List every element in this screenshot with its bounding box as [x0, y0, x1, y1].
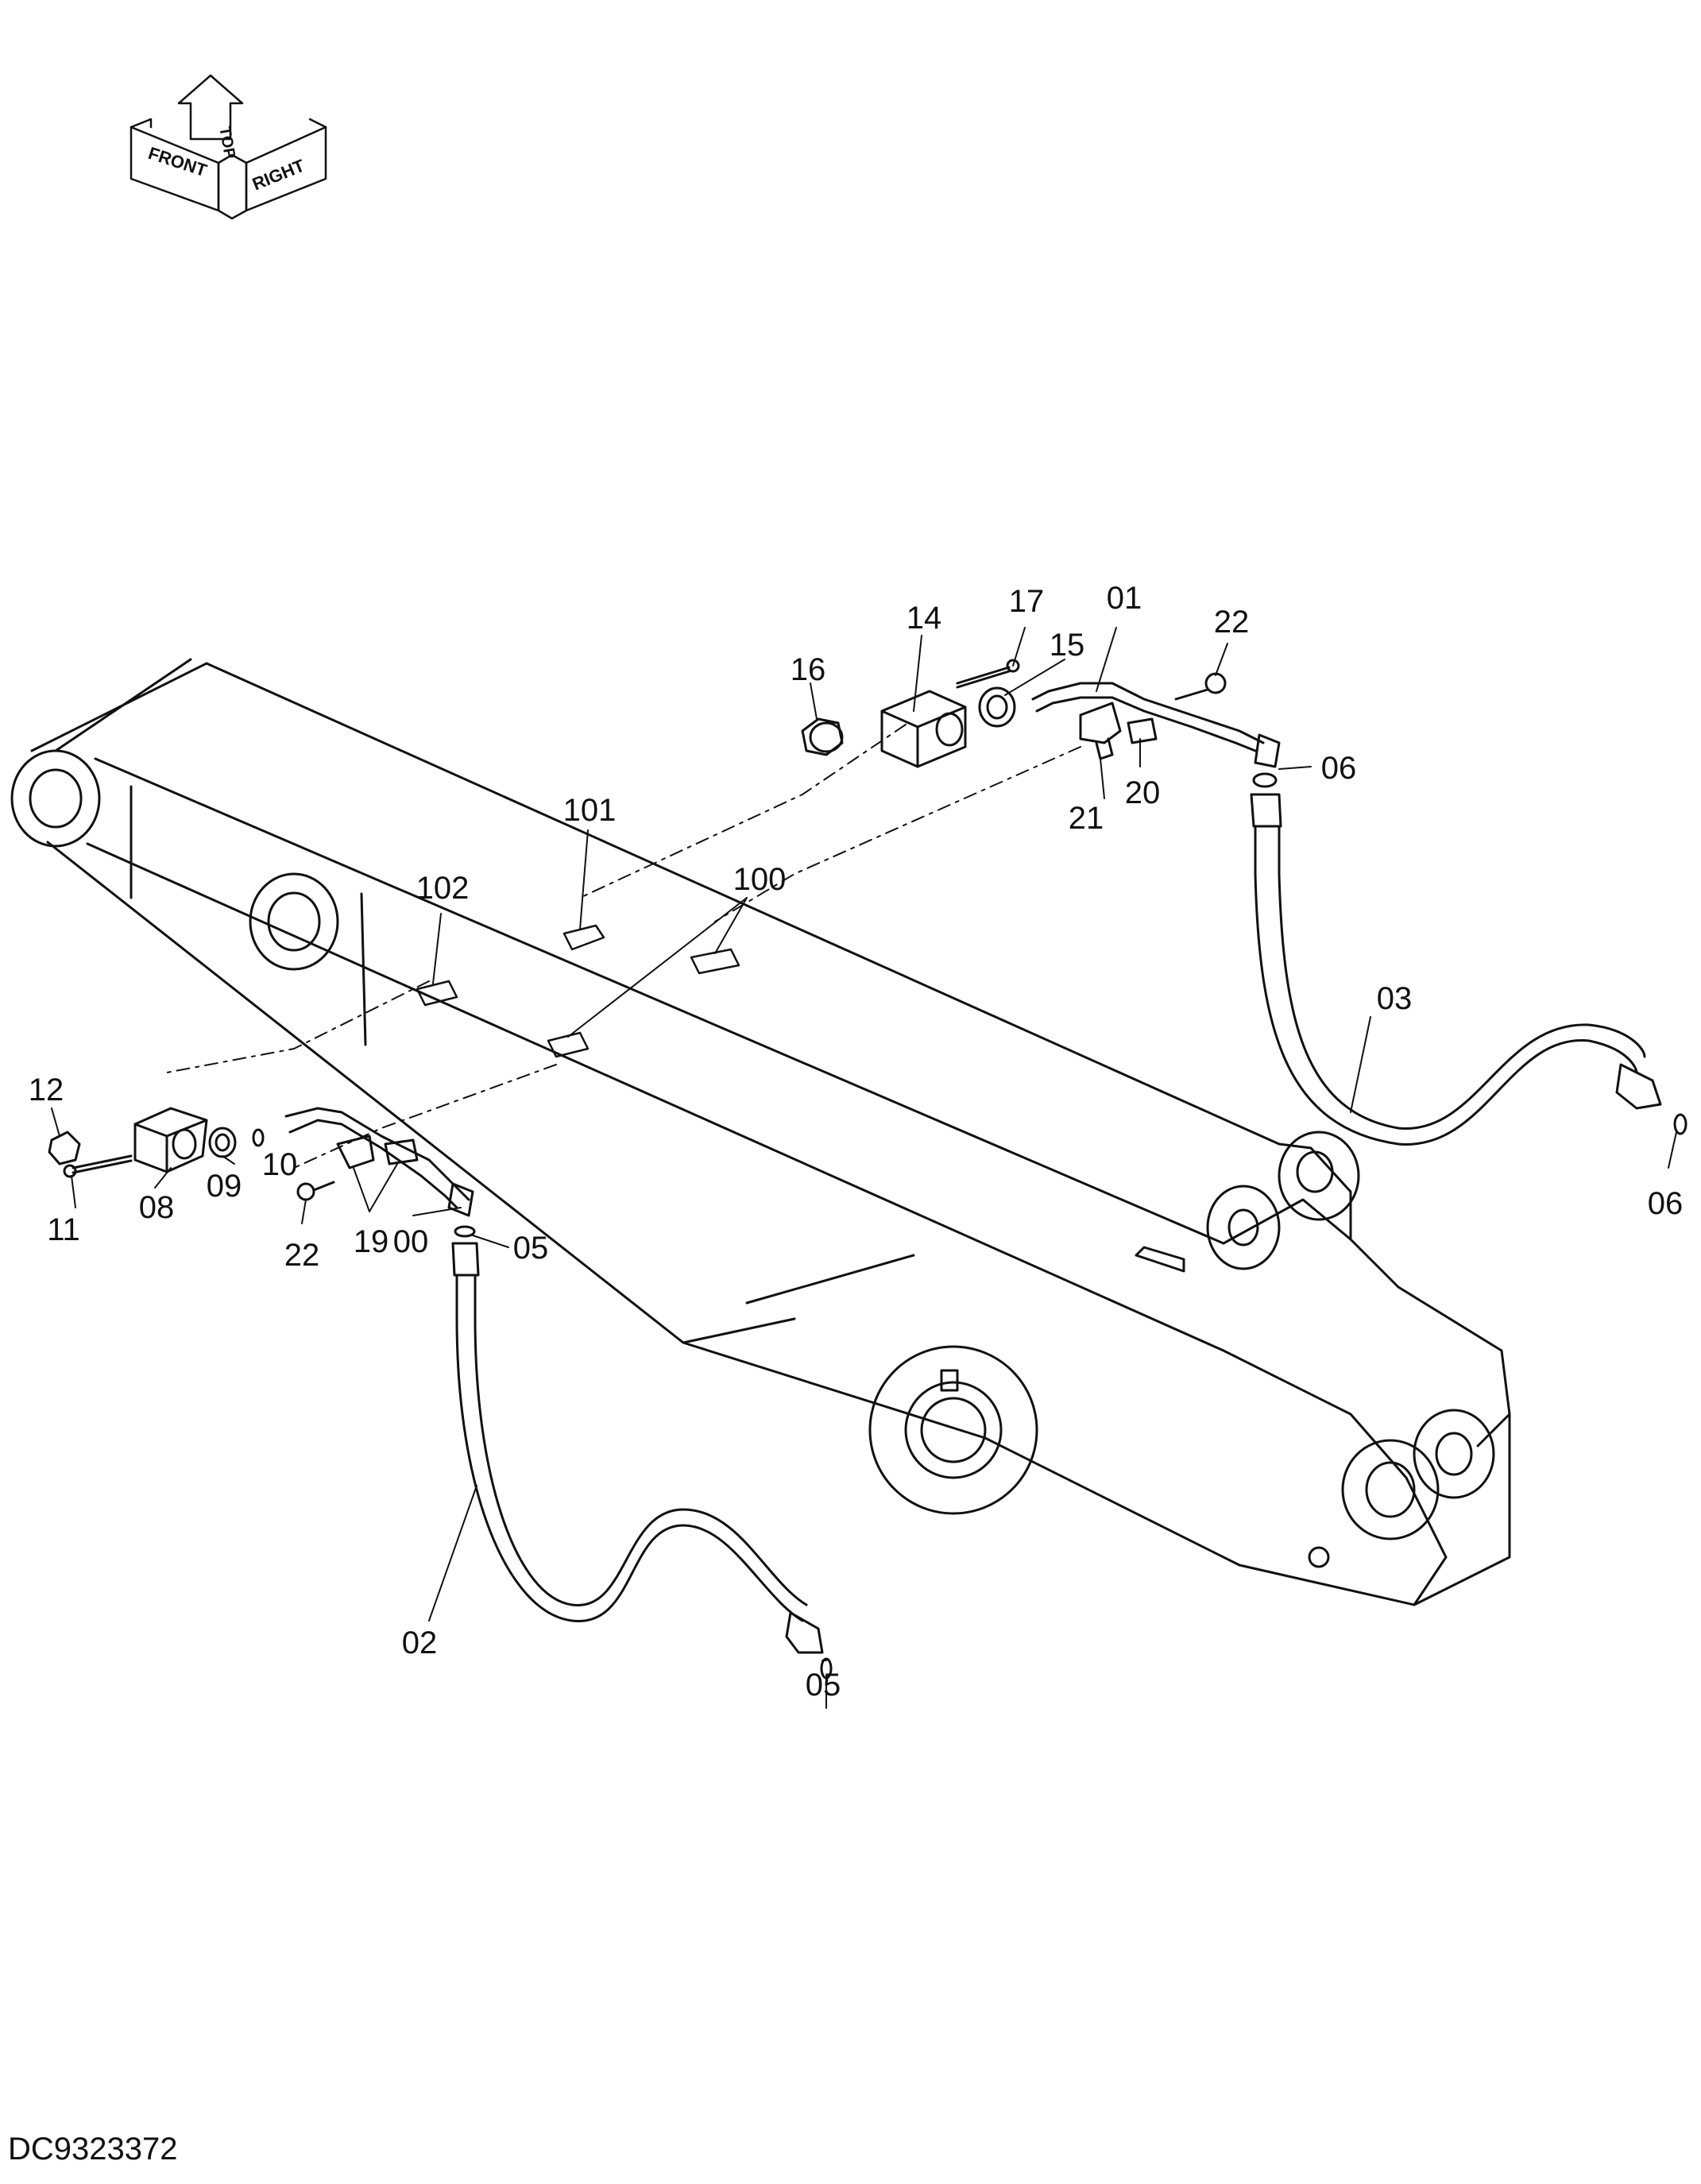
callout-09: 09 [206, 1169, 242, 1204]
callout-21: 21 [1068, 801, 1104, 836]
callout-15: 15 [1049, 628, 1085, 663]
callout-03: 03 [1376, 981, 1413, 1016]
callout-06-bottom: 06 [1647, 1186, 1684, 1221]
callout-19: 19 [353, 1224, 389, 1259]
callout-16: 16 [790, 652, 826, 687]
callout-06-top: 06 [1320, 751, 1357, 786]
boom-blocks [416, 924, 740, 1058]
orientation-front-label: FRONT [146, 143, 210, 180]
callout-01: 01 [1106, 581, 1142, 616]
callout-12: 12 [28, 1073, 64, 1107]
callout-20: 20 [1124, 775, 1161, 810]
callout-leaders [51, 627, 1677, 1709]
callout-05-bottom: 05 [805, 1668, 841, 1703]
callout-11: 11 [47, 1212, 80, 1247]
hose-03 [1250, 772, 1687, 1146]
document-code: DC9323372 [8, 2132, 178, 2167]
upper-fittings [801, 659, 1281, 768]
callout-17: 17 [1008, 584, 1045, 619]
callout-08: 08 [138, 1190, 175, 1225]
callout-00: 00 [392, 1224, 429, 1259]
callout-101: 101 [562, 793, 617, 828]
callout-102: 102 [416, 871, 470, 906]
callout-100: 100 [733, 862, 787, 897]
callout-22-bottom: 22 [284, 1238, 320, 1273]
orientation-right-label: RIGHT [249, 155, 307, 194]
callout-22-top: 22 [1213, 605, 1250, 640]
orientation-indicator: FRONT TOP RIGHT [130, 74, 327, 220]
dashed-leaders [166, 724, 1081, 1169]
lower-fittings [48, 1107, 474, 1217]
callout-14: 14 [906, 601, 942, 636]
orientation-top-label: TOP [215, 126, 238, 160]
boom-structure [10, 658, 1511, 1606]
callout-10: 10 [261, 1147, 298, 1182]
callout-02: 02 [401, 1625, 438, 1660]
callout-05-top: 05 [512, 1231, 549, 1266]
